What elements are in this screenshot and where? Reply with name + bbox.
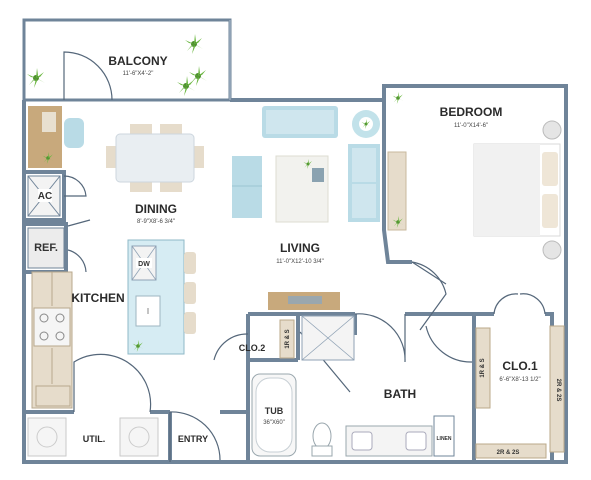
room-clo2-name: CLO.2 [239,343,266,353]
room-clo1-name: CLO.1 [502,359,538,373]
clo1-shelf-right-label: 2R & 2S [555,379,561,402]
room-living-name: LIVING [280,241,320,255]
room-bedroom-dims: 11'-0"X14'-6" [454,123,488,129]
bedroom-furniture [387,92,562,260]
room-balcony-name: BALCONY [108,54,167,68]
plant-icon [177,76,195,96]
room-balcony-dims: 11'-6"X4'-2" [123,71,154,77]
kitchen-counters [31,271,73,409]
plant-icon [185,34,203,54]
room-clo1-dims: 6'-6"X8'-13 1/2" [499,377,540,383]
linen-label: LINEN [437,436,452,442]
room-bedroom-name: BEDROOM [440,105,503,119]
room-labels: BALCONY 11'-6"X4'-2" BEDROOM 11'-0"X14'-… [71,54,540,444]
living-furniture [232,106,380,310]
ref-label: REF. [34,242,58,254]
plant-icon [27,68,45,88]
clo1-shelf-vert-label: 1R & S [480,358,486,377]
room-entry-name: ENTRY [178,434,208,444]
utility-appliances [27,417,159,457]
tub-dims: 36"X60" [263,420,285,426]
clo2-shelf-label: 1R & S [285,329,291,348]
dining-set [106,124,204,192]
room-living-dims: 11'-0"X12'-10 3/4" [276,259,323,265]
room-util-name: UTIL. [83,434,106,444]
desk [28,106,84,168]
plant-icon [189,66,207,86]
room-kitchen-name: KITCHEN [71,291,124,305]
room-dining-dims: 8'-9"X8'-6 3/4" [137,219,175,225]
plant-icon [392,92,404,104]
refrigerator: REF. [27,227,65,269]
ac-label: AC [38,191,52,202]
tub-label: TUB [265,406,284,416]
kitchen-island: DW [127,239,196,355]
room-bath-name: BATH [384,387,416,401]
bath-fixtures: TUB 36"X60" LINEN [251,315,455,457]
ac-unit: AC [27,175,61,217]
room-dining-name: DINING [135,202,177,216]
clo1-shelf-bottom-label: 2R & 2S [497,450,520,456]
closet-shelves: 1R & S 1R & S 2R & 2S 2R & 2S [279,319,565,459]
dishwasher-label: DW [138,261,150,268]
